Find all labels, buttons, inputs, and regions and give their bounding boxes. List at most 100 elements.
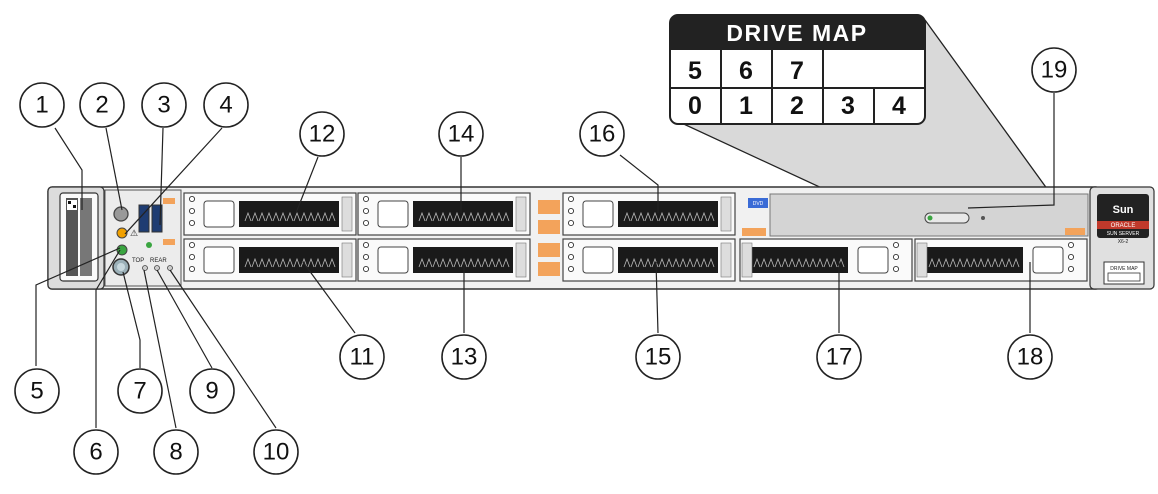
oracle-text: ORACLE	[1111, 223, 1136, 229]
service-led	[116, 227, 128, 239]
orange-hdd-tag	[538, 200, 560, 214]
callout-leader-6	[95, 249, 121, 428]
callout-leader-8	[143, 269, 177, 429]
callout-number-7: 7	[133, 378, 146, 405]
callout-number-15: 15	[645, 344, 672, 371]
callout-3: 3	[141, 82, 187, 128]
callout-leader-4	[124, 127, 223, 235]
callout-leader-7	[122, 271, 141, 368]
callout-leader-3	[159, 127, 164, 226]
mini-drive-map-text: DRIVE MAP	[1110, 266, 1138, 272]
drive-vent-grille	[413, 201, 513, 227]
hdd-bay-2[interactable]	[562, 238, 736, 282]
drive-vent-grille	[618, 201, 718, 227]
callout-5: 5	[14, 368, 60, 414]
callout-12: 12	[299, 111, 345, 157]
usb-port-2[interactable]	[151, 204, 163, 233]
hdd-bay-3[interactable]	[739, 238, 913, 282]
drive-vent-grille	[923, 247, 1023, 273]
callout-leader-5	[35, 247, 121, 366]
callout-18: 18	[1007, 334, 1053, 380]
dvd-label: DVD	[753, 201, 764, 207]
callout-number-5: 5	[30, 378, 43, 405]
callout-number-18: 18	[1017, 344, 1044, 371]
orange-hdd-tag	[538, 243, 560, 257]
callout-13: 13	[441, 334, 487, 380]
front-controls-panel: ⚠ TOP REAR	[104, 189, 182, 287]
drive-map-cell-7: 7	[790, 57, 804, 85]
drive-vent-grille	[748, 247, 848, 273]
callout-number-4: 4	[219, 92, 232, 119]
top-led-label: TOP	[132, 258, 144, 264]
hdd-bay-7[interactable]	[562, 192, 736, 236]
callout-number-1: 1	[35, 92, 48, 119]
rear-led-label: REAR	[150, 258, 167, 264]
callout-8: 8	[153, 429, 199, 475]
callout-number-19: 19	[1041, 57, 1068, 84]
callout-leader-9	[156, 269, 213, 369]
drive-vent-grille	[618, 247, 718, 273]
hdd-bay-4[interactable]	[914, 238, 1088, 282]
drive-map-cell-3: 3	[841, 92, 855, 120]
locator-button[interactable]	[113, 206, 129, 222]
temp-fault-led	[167, 265, 173, 271]
callout-number-6: 6	[89, 439, 102, 466]
drive-vent-grille	[239, 201, 339, 227]
callout-leader-15	[655, 261, 659, 334]
callout-7: 7	[117, 368, 163, 414]
callout-9: 9	[189, 368, 235, 414]
callout-1: 1	[19, 82, 65, 128]
hdd-bay-0[interactable]	[183, 238, 357, 282]
callout-11: 11	[339, 334, 385, 380]
callout-number-10: 10	[263, 439, 290, 466]
callout-leader-12	[295, 156, 319, 214]
callout-4: 4	[203, 82, 249, 128]
orange-hdd-tag	[538, 220, 560, 234]
drive-map-cell-5: 5	[688, 57, 702, 85]
callout-number-2: 2	[95, 92, 108, 119]
orange-hdd-tag	[538, 262, 560, 276]
hdd-bay-6[interactable]	[357, 192, 531, 236]
status-led-sp	[146, 242, 152, 248]
dvd-eject-slot[interactable]	[924, 212, 970, 224]
drive-map-cell-6: 6	[739, 57, 753, 85]
callout-number-3: 3	[157, 92, 170, 119]
drive-map-cell-4: 4	[892, 92, 906, 120]
callout-2: 2	[79, 82, 125, 128]
callout-number-16: 16	[589, 121, 616, 148]
callout-15: 15	[635, 334, 681, 380]
drive-map-cell-2: 2	[790, 92, 804, 120]
sun-logo-text: Sun	[1113, 204, 1134, 216]
callout-leader-1	[54, 127, 83, 210]
callout-number-17: 17	[826, 344, 853, 371]
callout-leader-19	[967, 93, 1055, 209]
callout-16: 16	[579, 111, 625, 157]
callout-leader-11	[302, 261, 356, 334]
drive-map-cell-1: 1	[739, 92, 753, 120]
drive-bays	[183, 192, 1088, 282]
dvd-area: DVD	[742, 193, 1089, 237]
hdd-bay-1[interactable]	[357, 238, 531, 282]
callout-leaders	[35, 93, 1055, 429]
rear-fault-led	[154, 265, 160, 271]
callout-number-14: 14	[448, 121, 475, 148]
model-line1: SUN SERVER	[1107, 231, 1140, 237]
callout-number-9: 9	[205, 378, 218, 405]
callout-6: 6	[73, 429, 119, 475]
drive-vent-grille	[413, 247, 513, 273]
drive-map-title: DRIVE MAP	[726, 20, 867, 46]
drive-map-cell-0: 0	[688, 92, 702, 120]
model-line2: X6-2	[1118, 239, 1129, 245]
top-fault-led	[142, 265, 148, 271]
callout-10: 10	[253, 429, 299, 475]
callout-leader-16	[619, 154, 659, 213]
callout-17: 17	[816, 334, 862, 380]
service-icon: ⚠	[130, 228, 138, 238]
service-tag[interactable]	[59, 192, 99, 282]
callout-number-11: 11	[350, 344, 375, 371]
callout-number-13: 13	[451, 344, 478, 371]
hdd-bay-5[interactable]	[183, 192, 357, 236]
drive-vent-grille	[239, 247, 339, 273]
